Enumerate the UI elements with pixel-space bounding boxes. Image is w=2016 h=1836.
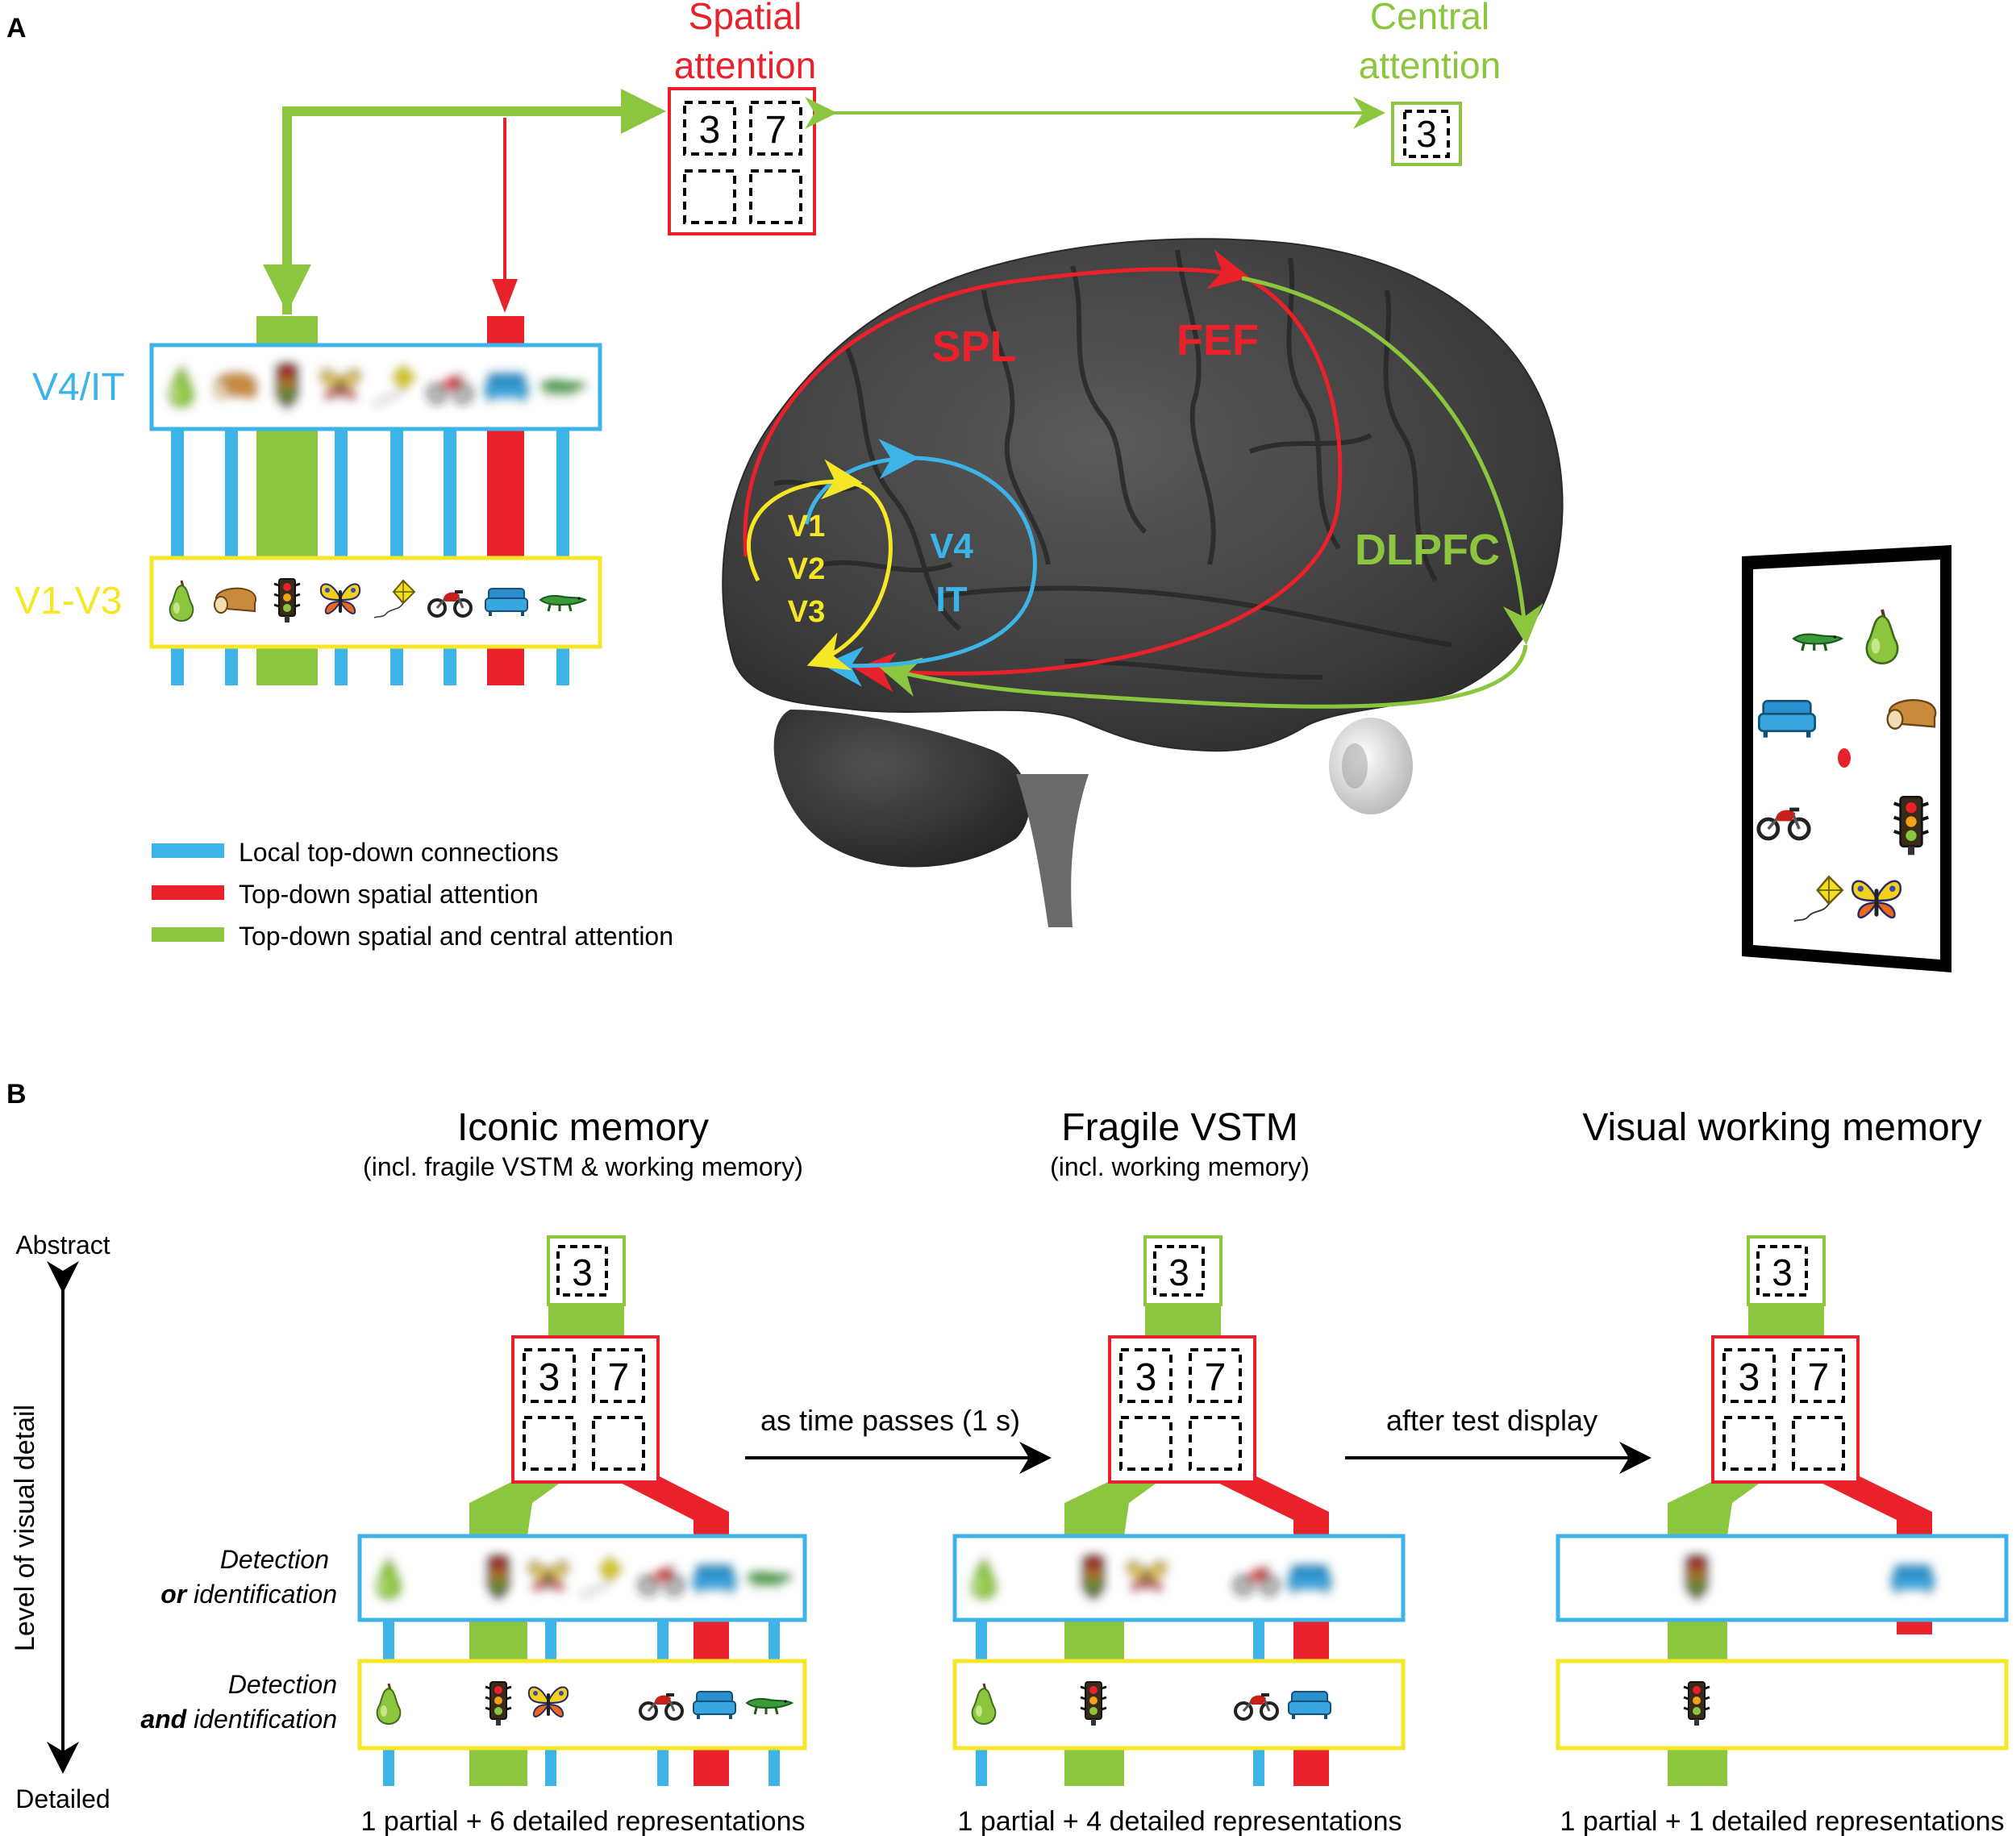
dlpfc-label: DLPFC (1355, 526, 1500, 574)
stage1-caption: 1 partial + 6 detailed representations (361, 1806, 806, 1836)
row-bottom-label-line1: Detection (228, 1670, 337, 1699)
fef-label: FEF (1177, 316, 1259, 364)
stage1-digit-left: 3 (539, 1356, 560, 1399)
stage1-subtitle: (incl. fragile VSTM & working memory) (363, 1152, 803, 1181)
legend-label-local: Local top-down connections (239, 838, 559, 867)
stage3-title: Visual working memory (1582, 1106, 1981, 1149)
stage1-diagram: 3 3 7 (357, 1235, 807, 1786)
brain-network-arrows (743, 249, 1543, 709)
stage3-caption: 1 partial + 1 detailed representations (1560, 1806, 2005, 1836)
red-topdown-arrow (492, 118, 518, 313)
brain-illustration (722, 238, 1564, 927)
v4-label: V4 (930, 527, 973, 566)
stage3-diagram: 3 3 7 (1556, 1235, 2009, 1786)
central-attention-box: 3 (1391, 102, 1462, 166)
legend-swatch-blue (152, 843, 224, 858)
stage2-digit-left: 3 (1135, 1356, 1157, 1399)
green-topdown-arrow (263, 89, 666, 314)
stage2-subtitle: (incl. working memory) (1050, 1152, 1310, 1181)
axis-top-label: Abstract (15, 1230, 110, 1259)
central-attention-title-line2: attention (1359, 44, 1501, 86)
sofa-icon (485, 588, 528, 617)
brainstem (1016, 774, 1089, 927)
v4it-box (149, 343, 602, 431)
stage2-diagram: 3 3 7 (952, 1235, 1406, 1786)
cortex (722, 238, 1564, 752)
v1v3-label: V1-V3 (15, 580, 122, 622)
stage2-digit-right: 7 (1205, 1356, 1227, 1399)
stage1-title: Iconic memory (457, 1106, 709, 1149)
eyeball (1329, 718, 1413, 814)
row-bottom-label-line2: and identification (140, 1705, 337, 1734)
spl-label: SPL (931, 323, 1016, 371)
bread-icon (214, 587, 257, 614)
v1v3-box (149, 556, 602, 649)
legend: Local top-down connections Top-down spat… (152, 838, 673, 951)
stage1-digit-right: 7 (608, 1356, 630, 1399)
stage3-digit-right: 7 (1808, 1356, 1830, 1399)
row-top-label-line1: Detection (220, 1545, 329, 1574)
cerebellum (773, 710, 1030, 868)
arrow1-label: as time passes (1 s) (760, 1404, 1020, 1437)
spatial-digit-right: 7 (765, 109, 787, 152)
stage2-caption: 1 partial + 4 detailed representations (958, 1806, 1402, 1836)
it-label: IT (935, 580, 967, 619)
axis-bottom-label: Detailed (15, 1784, 110, 1813)
stage3-digit-left: 3 (1739, 1356, 1760, 1399)
spatial-attention-title-line1: Spatial (689, 0, 802, 37)
spatial-digit-left: 3 (699, 109, 721, 152)
stage2-top-digit: 3 (1168, 1251, 1189, 1293)
central-attention-title-line1: Central (1370, 0, 1489, 37)
v1-label: V1 (788, 510, 825, 543)
legend-swatch-green (152, 927, 224, 942)
spatial-attention-title-line2: attention (674, 44, 816, 86)
panel-b-letter: B (6, 1079, 27, 1110)
fixation-dot (1838, 748, 1851, 768)
arrow2-label: after test display (1386, 1404, 1597, 1437)
stimulus-display (1742, 545, 1951, 972)
axis-label: Level of visual detail (10, 1405, 40, 1651)
v4it-label: V4/IT (32, 366, 125, 409)
stage3-top-digit: 3 (1772, 1251, 1793, 1293)
row-top-label-line2: or identification (160, 1580, 337, 1609)
panel-a-letter: A (6, 13, 27, 44)
legend-label-spatial: Top-down spatial attention (239, 880, 539, 909)
v2-label: V2 (788, 552, 825, 586)
stage2-title: Fragile VSTM (1061, 1106, 1297, 1149)
spatial-attention-box: 3 7 (668, 87, 816, 235)
legend-label-central: Top-down spatial and central attention (239, 922, 673, 951)
legend-swatch-red (152, 885, 224, 900)
stage1-top-digit: 3 (572, 1251, 593, 1293)
central-digit: 3 (1416, 113, 1437, 155)
v3-label: V3 (788, 595, 825, 629)
